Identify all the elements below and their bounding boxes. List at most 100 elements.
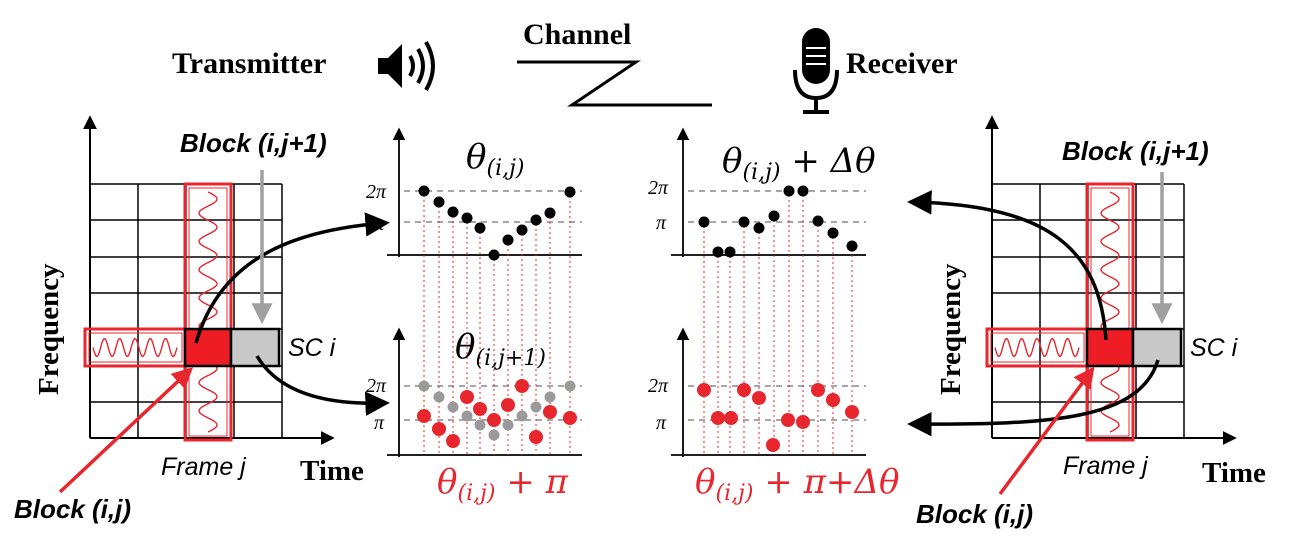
tx-bottom-red-phase-point: [432, 422, 446, 436]
right-subcarrier-row-inner: [990, 332, 1085, 363]
tx-bottom-red-phase-point: [460, 390, 474, 404]
rx-top-phase-point: [698, 216, 710, 228]
right-subcarrier-waveform: [994, 337, 1080, 358]
rx-bottom-red-phase-point: [781, 413, 795, 427]
left-time-label: Time: [300, 455, 364, 487]
right-frame-column: [1085, 182, 1135, 442]
right-time-label: Time: [1202, 457, 1266, 489]
rx-bottom-red-phase-point: [737, 383, 751, 397]
tx-bottom-red-phase-point: [529, 430, 543, 444]
tx-top-phase-point: [418, 185, 430, 197]
tx-bottom-red-phase-point: [501, 398, 515, 412]
left-frame-column: [183, 182, 233, 442]
right-subcarrier-label: SC i: [1190, 334, 1239, 362]
left-block-current-pointer: [58, 367, 194, 494]
tx-top-phase-point: [461, 212, 473, 224]
tx-bottom-tick-pi: π: [374, 412, 385, 434]
left-block-current-label: Block (i,j): [14, 494, 131, 524]
tx-top-phase-point: [433, 196, 445, 208]
right-time-frequency-grid: [985, 115, 1237, 445]
rx-top-phase-point: [827, 227, 839, 239]
left-subcarrier-label: SC i: [288, 334, 337, 362]
left-block-current: [183, 327, 233, 368]
tx-top-phase-point: [564, 186, 576, 198]
tx-bottom-red-phase-point: [446, 434, 460, 448]
tx-bottom-gray-phase-point: [502, 419, 514, 431]
tx-block-to-top-plot-arrow: [194, 212, 390, 344]
left-block-next-label: Block (i,j+1): [180, 128, 327, 158]
rx-bottom-red-phase-point: [796, 415, 810, 429]
rx-bottom-red-phase-point: [711, 411, 725, 425]
tx-next-block-to-bottom-plot-arrow: [255, 355, 390, 416]
transmitter-label: Transmitter: [172, 47, 326, 80]
tx-bottom-gray-phase-point: [544, 391, 556, 403]
tx-top-phase-point: [544, 207, 556, 219]
left-frequency-label: Frequency: [33, 263, 65, 395]
rx-bottom-red-phase-point: [766, 438, 780, 452]
rx-bottom-tick-pi: π: [656, 412, 667, 434]
rx-top-phase-point: [724, 246, 736, 258]
right-frame-column-inner: [1090, 187, 1130, 437]
rx-top-phase-point: [712, 246, 724, 258]
tx-bottom-equation: θ(i,j) + π: [437, 462, 569, 506]
left-block-next: [229, 327, 281, 368]
tx-top-phase-point: [502, 234, 514, 246]
right-frequency-label: Frequency: [935, 263, 967, 395]
rx-top-plot-to-block-arrow: [907, 190, 1108, 341]
tx-bottom-red-phase-point: [515, 379, 529, 393]
rx-top-tick-pi: π: [656, 212, 667, 234]
tx-bottom-gray-phase-point: [488, 429, 500, 441]
left-frame-waveform: [198, 191, 218, 433]
tx-bottom-gray-phase-point: [530, 401, 542, 413]
right-block-current-pointer: [998, 366, 1095, 496]
tx-bottom-red-phase-point: [417, 409, 431, 423]
rx-top-phase-point: [753, 222, 765, 234]
tx-bottom-gray-phase-point: [564, 380, 576, 392]
left-frame-label: Frame j: [161, 453, 247, 481]
tx-top-phase-point: [447, 206, 459, 218]
phase-plots: [387, 127, 866, 457]
tx-bottom-gray-phase-point: [474, 419, 486, 431]
right-block-current: [1085, 327, 1135, 368]
rx-top-tick-2pi: 2π: [648, 177, 669, 199]
rx-bottom-red-phase-point: [811, 383, 825, 397]
tx-top-phase-point: [516, 224, 528, 236]
tx-bottom-red-phase-point: [563, 411, 577, 425]
rx-top-phase-point: [783, 185, 795, 197]
rx-top-phase-point: [738, 216, 750, 228]
rx-bottom-tick-2pi: 2π: [648, 375, 669, 397]
left-time-frequency-grid: [83, 115, 335, 445]
speaker-icon: [378, 40, 435, 92]
tx-bottom-gray-phase-point: [447, 401, 459, 413]
right-frame-label: Frame j: [1063, 452, 1149, 480]
tx-top-tick-2pi: 2π: [366, 181, 387, 203]
left-subcarrier-row-inner: [88, 332, 183, 363]
left-subcarrier-waveform: [92, 337, 178, 358]
tx-bottom-red-phase-point: [487, 413, 501, 427]
tx-bottom-gray-phase-point: [433, 391, 445, 403]
tx-top-phase-point: [474, 222, 486, 234]
rx-top-title: θ(i,j) + Δθ: [722, 141, 876, 185]
tx-bottom-gray-phase-point: [516, 410, 528, 422]
tx-bottom-gray-phase-point: [461, 410, 473, 422]
tx-bottom-tick-2pi: 2π: [366, 375, 387, 397]
rx-top-phase-point: [846, 240, 858, 252]
right-frame-waveform: [1100, 191, 1120, 433]
rx-bottom-red-phase-point: [724, 411, 738, 425]
right-block-next-label: Block (i,j+1): [1062, 136, 1209, 166]
rx-bottom-red-phase-point: [826, 393, 840, 407]
right-block-current-label: Block (i,j): [916, 499, 1033, 529]
left-frame-column-inner: [188, 187, 228, 437]
tx-bottom-red-phase-point: [473, 402, 487, 416]
rx-top-phase-point: [812, 215, 824, 227]
tx-top-title: θ(i,j): [466, 137, 525, 181]
channel-zigzag-icon: [517, 60, 712, 107]
tx-top-phase-point: [488, 249, 500, 261]
rx-bottom-red-phase-point: [845, 405, 859, 419]
tx-bottom-red-phase-point: [543, 405, 557, 419]
rx-bottom-red-phase-point: [752, 391, 766, 405]
rx-bottom-plot-to-next-block-arrow: [907, 359, 1160, 437]
tx-bottom-gray-phase-point: [418, 380, 430, 392]
channel-label: Channel: [523, 18, 631, 51]
